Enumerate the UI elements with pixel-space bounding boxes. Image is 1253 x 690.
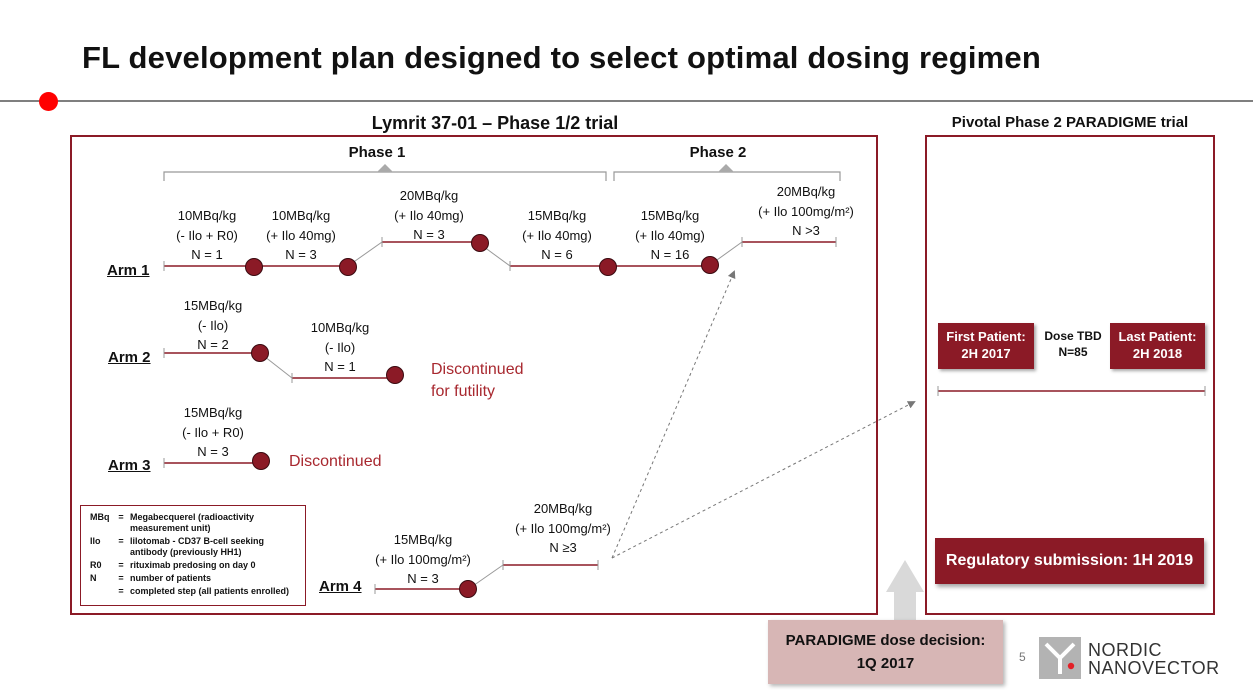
trial-title: Lymrit 37-01 – Phase 1/2 trial: [371, 113, 619, 133]
arm3-label: Arm 3: [108, 457, 151, 474]
pivotal-title: Pivotal Phase 2 PARADIGME trial: [951, 114, 1189, 131]
trial-box: [70, 135, 878, 615]
arm1-step5-label: 15MBq/kg(+ Ilo 40mg)N = 16: [635, 208, 705, 262]
pivotal-box: [925, 135, 1215, 615]
last-patient-badge: Last Patient:2H 2018: [1110, 323, 1205, 369]
phase1-pointer: [377, 164, 393, 172]
regulatory-submission-badge: Regulatory submission: 1H 2019: [935, 538, 1204, 584]
arm3-step1-marker: [252, 452, 270, 470]
arm3-step1-label: 15MBq/kg(- Ilo + R0)N = 3: [182, 405, 244, 459]
arm2-step2-marker: [386, 366, 404, 384]
arm1-step1-label: 10MBq/kg(- Ilo + R0)N = 1: [176, 208, 238, 262]
phase2-pointer: [718, 164, 734, 172]
phase2-bracket: [613, 171, 841, 181]
arm1-step4-marker: [599, 258, 617, 276]
arm1-step2-label: 10MBq/kg(+ Ilo 40mg)N = 3: [266, 208, 336, 262]
arrow-arm4-to-pivotal: [611, 401, 916, 559]
arm1-step4-label: 15MBq/kg(+ Ilo 40mg)N = 6: [522, 208, 592, 262]
arm1-step1-marker: [245, 258, 263, 276]
phase1-bracket: [163, 171, 607, 181]
dose-decision-box: PARADIGME dose decision:1Q 2017: [768, 620, 1003, 684]
arm1-step6-label: 20MBq/kg(+ Ilo 100mg/m²)N >3: [758, 184, 854, 238]
arm4-step1-label: 15MBq/kg(+ Ilo 100mg/m²)N = 3: [375, 532, 471, 586]
arm4-step1-marker: [459, 580, 477, 598]
arm2-step2-label: 10MBq/kg(- Ilo)N = 1: [310, 320, 370, 374]
arm1-label: Arm 1: [107, 262, 150, 279]
page-title: FL development plan designed to select o…: [82, 40, 1042, 75]
arm2-label: Arm 2: [108, 349, 151, 366]
arm1-step3-label: 20MBq/kg(+ Ilo 40mg)N = 3: [394, 188, 464, 242]
arm2-step1-label: 15MBq/kg(- Ilo)N = 2: [183, 298, 243, 352]
first-patient-badge: First Patient:2H 2017: [938, 323, 1034, 369]
arm2-step1-marker: [251, 344, 269, 362]
arm1-step2-marker: [339, 258, 357, 276]
nordic-logo-icon: [1039, 637, 1081, 679]
red-dot-marker: [39, 92, 58, 111]
arm1-step3-marker: [471, 234, 489, 252]
arm4-label: Arm 4: [319, 578, 362, 595]
phase2-label: Phase 2: [689, 144, 747, 161]
title-divider: [0, 100, 1253, 102]
page-number: 5: [1019, 650, 1026, 664]
arm3-status: Discontinued: [289, 453, 382, 470]
phase1-label: Phase 1: [348, 144, 406, 161]
arm4-step2-label: 20MBq/kg(+ Ilo 100mg/m²)N ≥3: [515, 501, 611, 555]
arm1-step5-marker: [701, 256, 719, 274]
arrow-arm4-to-arm1: [611, 270, 736, 559]
